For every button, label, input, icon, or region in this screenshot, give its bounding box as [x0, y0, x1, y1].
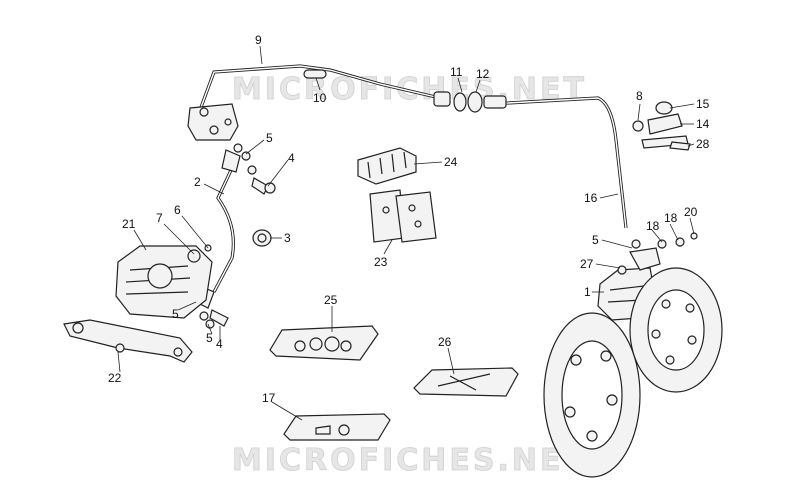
rear-caliper: [115, 244, 213, 319]
callout-5-right: 5: [592, 233, 599, 247]
callout-27: 27: [580, 257, 594, 271]
leader-lines: [117, 45, 695, 421]
brake-pads: [369, 189, 437, 243]
junction-block: [187, 103, 239, 141]
callout-15: 15: [696, 97, 710, 111]
callout-17: 17: [262, 391, 276, 405]
callout-5-lower: 5: [206, 331, 213, 345]
callout-18-a: 18: [646, 219, 660, 233]
callout-20: 20: [684, 205, 698, 219]
callout-1: 1: [584, 285, 591, 299]
pad-holder: [357, 147, 417, 185]
callout-23: 23: [374, 255, 388, 269]
banjo-bolts: [199, 143, 276, 329]
callout-11: 11: [450, 65, 463, 79]
callout-16: 16: [584, 191, 598, 205]
callout-22: 22: [108, 371, 122, 385]
bleed-cap: [252, 229, 272, 247]
callout-14: 14: [696, 117, 710, 131]
callout-28: 28: [696, 137, 710, 151]
callout-21: 21: [122, 217, 136, 231]
callout-7: 7: [156, 211, 163, 225]
spring-kit-bag: [413, 367, 519, 397]
callout-6: 6: [174, 203, 181, 217]
callout-2: 2: [194, 175, 201, 189]
hose-union-fitting: [433, 91, 507, 113]
hose-clip: [303, 69, 327, 79]
brake-disc-front: [543, 312, 641, 478]
callout-18-b: 18: [664, 211, 678, 225]
callout-3: 3: [284, 231, 291, 245]
pin-kit-bag: [283, 413, 391, 441]
caliper-bracket: [63, 319, 193, 363]
callout-10: 10: [313, 91, 327, 105]
brake-disc-rear: [629, 267, 723, 393]
callout-8: 8: [636, 89, 643, 103]
lever-hardware: [632, 101, 691, 151]
callout-26: 26: [438, 335, 452, 349]
seal-kit-bag: [269, 325, 379, 361]
watermark-bottom: MICROFICHES.NET: [232, 443, 587, 478]
callout-12: 12: [476, 67, 490, 81]
upper-brake-line: [198, 64, 628, 229]
callout-labels: 9 10 11 12 8 15 14 28 5 4 2 24 16 21 7 6…: [108, 33, 710, 405]
callout-25: 25: [324, 293, 338, 307]
callout-4-lower: 4: [216, 337, 223, 351]
callout-5-lower-left: 5: [172, 307, 179, 321]
callout-5-upper: 5: [266, 131, 273, 145]
front-fasteners: [657, 232, 698, 249]
callout-4-upper: 4: [288, 151, 295, 165]
callout-24: 24: [444, 155, 458, 169]
callout-9: 9: [255, 33, 262, 47]
